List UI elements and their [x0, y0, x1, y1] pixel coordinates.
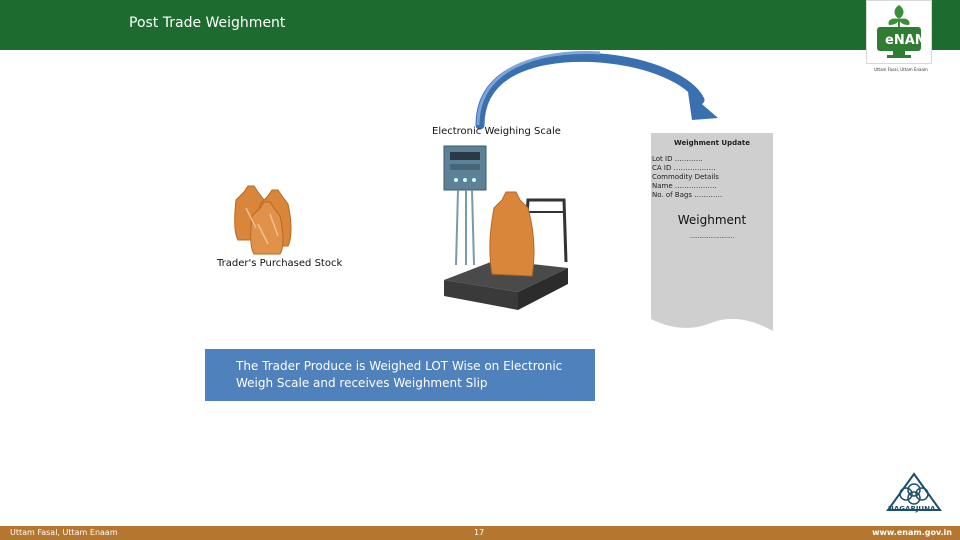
weighment-slip: Weighment Update Lot ID ………… CA ID ………………	[651, 133, 773, 331]
scale-label: Electronic Weighing Scale	[432, 126, 561, 137]
info-box-text: The Trader Produce is Weighed LOT Wise o…	[236, 359, 563, 390]
stock-label: Trader's Purchased Stock	[217, 258, 343, 269]
logo-text: eNAM	[885, 33, 928, 48]
logo-tagline: Uttam Fasal, Uttam Enaam	[874, 67, 928, 72]
page-number: 17	[474, 528, 485, 537]
info-box: The Trader Produce is Weighed LOT Wise o…	[205, 349, 595, 401]
partner-logo-text: NAGARJUNA	[888, 505, 936, 513]
slip-title: Weighment Update	[674, 139, 750, 147]
slip-line-commodity: Commodity Details	[652, 173, 719, 181]
enam-logo-icon	[877, 5, 921, 58]
slip-line-name: Name ………………	[652, 182, 717, 190]
slip-line-ca-id: CA ID ………………	[652, 164, 716, 172]
enam-logo: eNAM	[866, 0, 932, 64]
nagarjuna-logo-icon	[886, 472, 942, 511]
slip-line-bags: No. of Bags …………	[652, 191, 723, 199]
slip-weighment-value: ……………………	[690, 233, 735, 240]
page-title: Post Trade Weighment	[129, 15, 286, 31]
grain-sacks-icon	[234, 185, 292, 255]
slip-weighment-label: Weighment	[677, 213, 747, 227]
footer-tagline: Uttam Fasal, Uttam Enaam	[10, 528, 118, 537]
weighing-scale-icon	[443, 145, 568, 310]
slip-line-lot-id: Lot ID …………	[652, 155, 703, 163]
footer-website-link[interactable]: www.enam.gov.in	[872, 528, 952, 537]
slip-paper-icon	[651, 133, 773, 331]
footer-bar: Uttam Fasal, Uttam Enaam 17 www.enam.gov…	[0, 526, 960, 540]
header-bar: Post Trade Weighment	[0, 0, 960, 50]
